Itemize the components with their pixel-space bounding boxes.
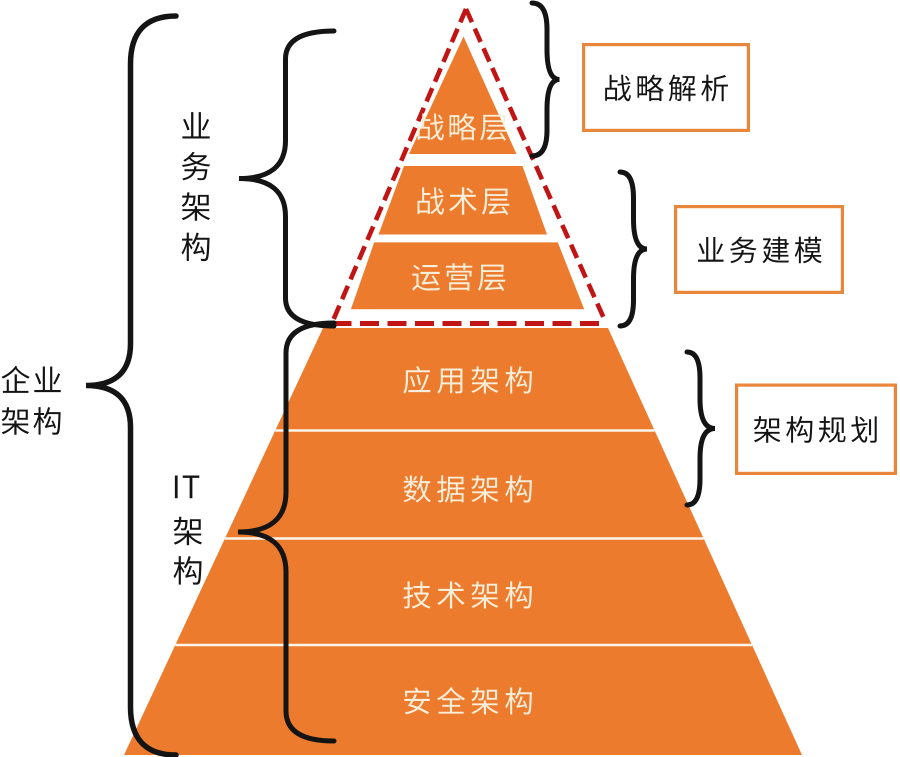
glyph — [182, 475, 200, 499]
dashed-left-edge — [329, 8, 469, 324]
glyph — [1, 407, 30, 435]
callout-box-business-modeling — [673, 205, 844, 295]
callout-box-strategy-analysis-border — [581, 42, 750, 133]
callout-box-strategy-analysis — [581, 42, 750, 133]
glyph — [173, 516, 203, 546]
label-it-line2 — [173, 516, 203, 546]
brace-it — [237, 320, 337, 744]
glyph — [173, 556, 202, 585]
brace-enterprise — [85, 13, 179, 757]
callout-box-architecture-planning-border — [734, 383, 897, 476]
label-enterprise-line2 — [1, 407, 61, 435]
glyph — [181, 232, 210, 262]
dashed-right-edge — [463, 8, 609, 324]
brace-strategy-analysis — [529, 0, 560, 159]
callout-box-architecture-planning — [734, 383, 897, 476]
label-it-architecture — [173, 475, 203, 585]
pyramid-lower-section — [124, 328, 802, 755]
glyph — [174, 475, 178, 499]
label-enterprise-architecture — [1, 365, 61, 435]
glyph — [181, 192, 211, 221]
label-it-line1 — [174, 475, 200, 499]
brace-architecture-planning — [684, 349, 716, 508]
layer-operations-shape — [350, 242, 585, 310]
glyph — [181, 151, 211, 181]
label-business-architecture — [181, 112, 211, 262]
dashed-triangle-outline — [329, 8, 609, 326]
glyph — [182, 112, 210, 139]
glyph — [34, 366, 61, 393]
brace-business-modeling — [617, 169, 648, 329]
label-it-line3 — [173, 556, 202, 585]
glyph — [33, 407, 61, 435]
callout-box-business-modeling-border — [673, 205, 844, 295]
brace-business — [238, 28, 337, 329]
label-enterprise-line1 — [1, 365, 61, 393]
glyph — [1, 365, 30, 393]
